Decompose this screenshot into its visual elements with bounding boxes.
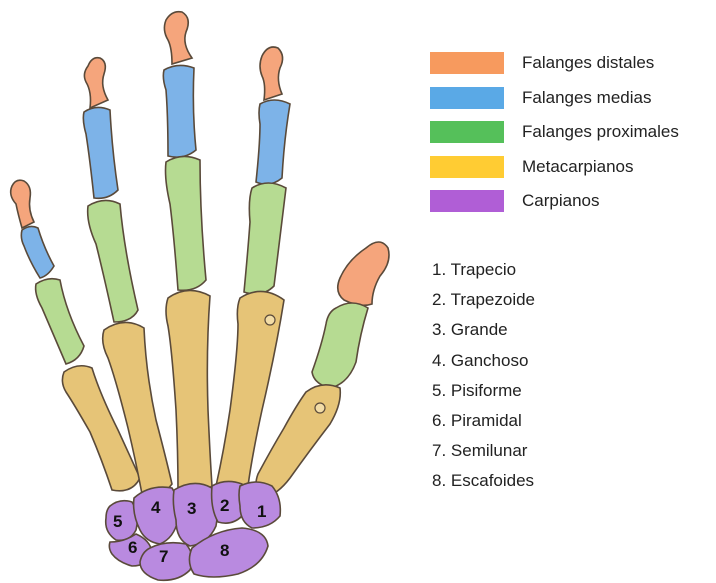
legend-label-metacarpal: Metacarpianos	[522, 157, 634, 177]
legend-item-distal: Falanges distales	[430, 46, 679, 81]
carpal-number-6: 6	[128, 538, 137, 557]
thumb-distal-phalanx	[338, 242, 389, 305]
carpal-number-4: 4	[151, 498, 161, 517]
legend-item-carpal: Carpianos	[430, 184, 679, 219]
carpal-list-item: 5. Pisiforme	[432, 376, 535, 406]
index-finger-medial-phalanx	[256, 100, 290, 184]
middle-finger-metacarpal	[166, 290, 212, 494]
carpal-list-item: 8. Escafoides	[432, 466, 535, 496]
carpal-list-item: 4. Ganchoso	[432, 346, 535, 376]
legend-swatch-medial	[430, 87, 504, 109]
carpal-number-5: 5	[113, 512, 122, 531]
carpal-list-item: 6. Piramidal	[432, 406, 535, 436]
thumb-proximal-phalanx	[312, 303, 368, 388]
legend-swatch-carpal	[430, 190, 504, 212]
ring-finger-medial-phalanx	[83, 107, 118, 198]
legend-label-proximal: Falanges proximales	[522, 122, 679, 142]
ring-finger-distal-phalanx	[84, 58, 108, 108]
index-finger-proximal-phalanx	[244, 183, 286, 294]
legend-label-distal: Falanges distales	[522, 53, 654, 73]
legend-swatch-distal	[430, 52, 504, 74]
ring-finger-proximal-phalanx	[88, 200, 138, 322]
carpal-number-3: 3	[187, 499, 196, 518]
legend-swatch-metacarpal	[430, 156, 504, 178]
carpal-list-item: 2. Trapezoide	[432, 285, 535, 315]
carpal-list-item: 3. Grande	[432, 315, 535, 345]
thumb-metacarpal	[256, 385, 340, 498]
legend-item-metacarpal: Metacarpianos	[430, 150, 679, 185]
carpal-number-7: 7	[159, 547, 168, 566]
carpal-number-8: 8	[220, 541, 229, 560]
middle-finger-proximal-phalanx	[166, 156, 207, 290]
legend-item-proximal: Falanges proximales	[430, 115, 679, 150]
carpal-number-1: 1	[257, 502, 266, 521]
thumb-metacarpal-detail	[315, 403, 325, 413]
legend-label-carpal: Carpianos	[522, 191, 600, 211]
index-metacarpal-head-detail	[265, 315, 275, 325]
carpal-number-2: 2	[220, 496, 229, 515]
legend-swatch-proximal	[430, 121, 504, 143]
little-finger-distal-phalanx	[11, 180, 34, 228]
carpal-list-item: 7. Semilunar	[432, 436, 535, 466]
middle-finger-distal-phalanx	[164, 12, 192, 64]
color-legend: Falanges distales Falanges medias Falang…	[430, 46, 679, 219]
little-finger-proximal-phalanx	[36, 279, 84, 364]
carpal-list-item: 1. Trapecio	[432, 255, 535, 285]
carpal-bones-list: 1. Trapecio 2. Trapezoide 3. Grande 4. G…	[432, 255, 535, 497]
index-finger-distal-phalanx	[260, 47, 283, 100]
legend-item-medial: Falanges medias	[430, 81, 679, 116]
middle-finger-medial-phalanx	[163, 65, 196, 157]
little-finger-medial-phalanx	[21, 226, 54, 278]
legend-label-medial: Falanges medias	[522, 88, 651, 108]
